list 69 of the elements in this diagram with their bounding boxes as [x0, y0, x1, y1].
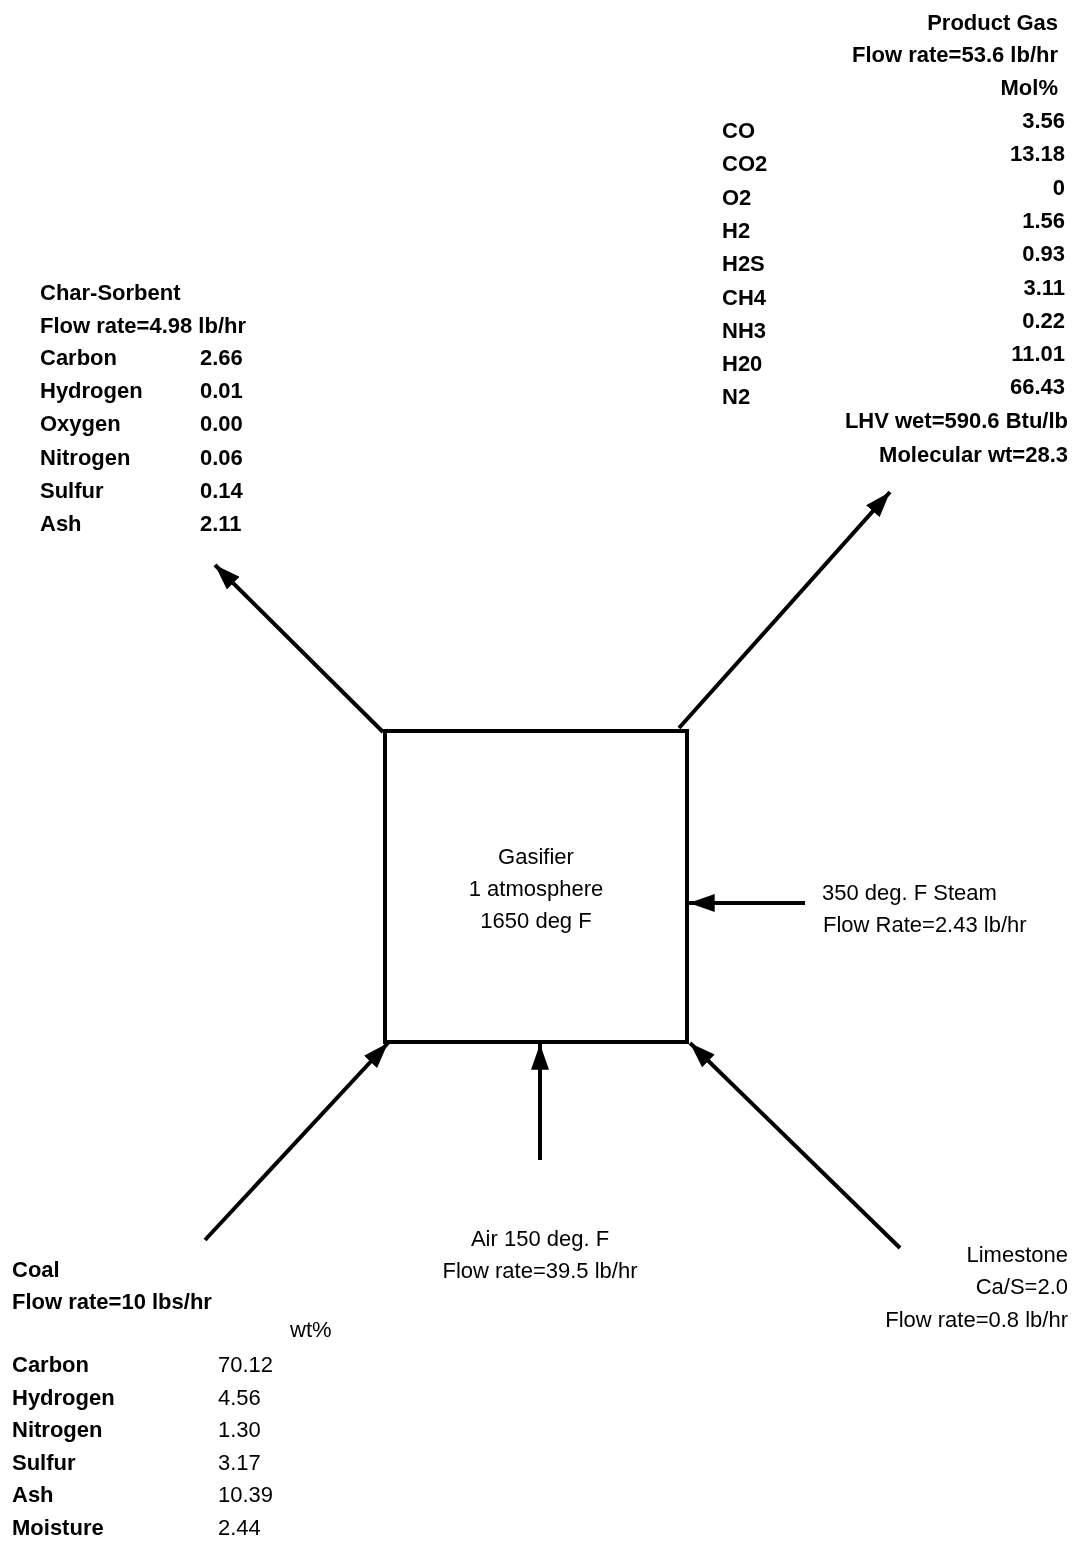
table-text: 1.30 — [218, 1417, 261, 1444]
table-text: 0.93 — [1022, 241, 1065, 268]
table-text: 0.06 — [200, 444, 243, 471]
table-text: 4.56 — [218, 1384, 261, 1411]
table-text: 10.39 — [218, 1482, 274, 1509]
table-text: 0.01 — [200, 378, 243, 405]
table-text: Hydrogen — [40, 378, 143, 405]
stream-title: Limestone — [966, 1242, 1068, 1268]
table-text: NH3 — [722, 317, 766, 344]
stream-detail: Flow rate=4.98 lb/hr — [40, 313, 246, 339]
table-text: Carbon — [12, 1352, 89, 1378]
table-text: 3.56 — [1022, 108, 1065, 134]
stream-title: Coal — [12, 1257, 60, 1283]
stream-title: Air 150 deg. F — [469, 1226, 611, 1252]
stream-detail: Flow rate=10 lbs/hr — [12, 1289, 212, 1315]
stream-title: 350 deg. F Steam — [822, 880, 997, 906]
table-text: 66.43 — [1009, 374, 1065, 401]
stream-detail: 1650 deg F — [479, 908, 593, 934]
table-text: Carbon — [40, 345, 117, 371]
flow-arrow — [677, 490, 892, 730]
table-text: 13.18 — [1009, 141, 1065, 168]
flow-arrow — [688, 1041, 902, 1250]
table-text: 70.12 — [218, 1352, 274, 1378]
flow-arrow — [689, 894, 805, 912]
table-text: Sulfur — [12, 1449, 76, 1476]
table-text: 0.22 — [1022, 307, 1065, 334]
flow-arrow — [531, 1044, 549, 1160]
table-text: Nitrogen — [12, 1417, 103, 1444]
table-text: Hydrogen — [12, 1384, 115, 1411]
table-text: Ash — [40, 511, 82, 537]
table-text: 2.11 — [200, 511, 242, 537]
table-text: 2.44 — [218, 1515, 261, 1541]
table-text: 0 — [1052, 174, 1065, 201]
table-text: 11.01 — [1011, 341, 1065, 368]
table-text: LHV wet=590.6 Btu/lb — [844, 408, 1068, 434]
table-text: O2 — [722, 184, 752, 211]
table-text: Sulfur — [40, 477, 104, 504]
stream-detail: 1 atmosphere — [467, 876, 605, 902]
table-text: 0.14 — [200, 477, 243, 504]
table-text: 0.00 — [200, 411, 243, 438]
table-text: 3.17 — [218, 1449, 261, 1476]
table-text: 1.56 — [1022, 207, 1065, 234]
flow-arrow — [203, 1041, 390, 1242]
stream-detail: Flow rate=0.8 lb/hr — [885, 1307, 1068, 1333]
stream-detail: Flow rate=53.6 lb/hr — [852, 42, 1058, 68]
stream-title: Char-Sorbent — [40, 280, 181, 306]
table-text: H2S — [722, 251, 765, 278]
table-text: wt% — [290, 1317, 332, 1343]
table-text: Moisture — [12, 1515, 104, 1541]
table-text: N2 — [722, 384, 751, 411]
table-text: H20 — [722, 351, 763, 378]
stream-detail: Flow rate=39.5 lb/hr — [441, 1258, 639, 1284]
table-text: Nitrogen — [40, 444, 131, 471]
table-text: Molecular wt=28.3 — [879, 442, 1068, 468]
stream-title: Gasifier — [497, 844, 575, 870]
gasifier-box — [383, 729, 689, 1044]
flow-arrow — [213, 563, 385, 734]
stream-title: Product Gas — [927, 10, 1058, 36]
stream-detail: Flow Rate=2.43 lb/hr — [823, 912, 1027, 938]
table-text: H2 — [722, 217, 751, 244]
table-text: CO2 — [722, 151, 768, 178]
table-text: Oxygen — [40, 411, 121, 438]
table-text: CO — [722, 118, 755, 144]
stream-detail: Ca/S=2.0 — [975, 1274, 1068, 1300]
table-text: 3.11 — [1023, 274, 1065, 301]
table-text: Mol% — [1000, 75, 1058, 101]
table-text: 2.66 — [200, 345, 243, 371]
table-text: CH4 — [722, 284, 766, 311]
table-text: Ash — [12, 1482, 54, 1509]
